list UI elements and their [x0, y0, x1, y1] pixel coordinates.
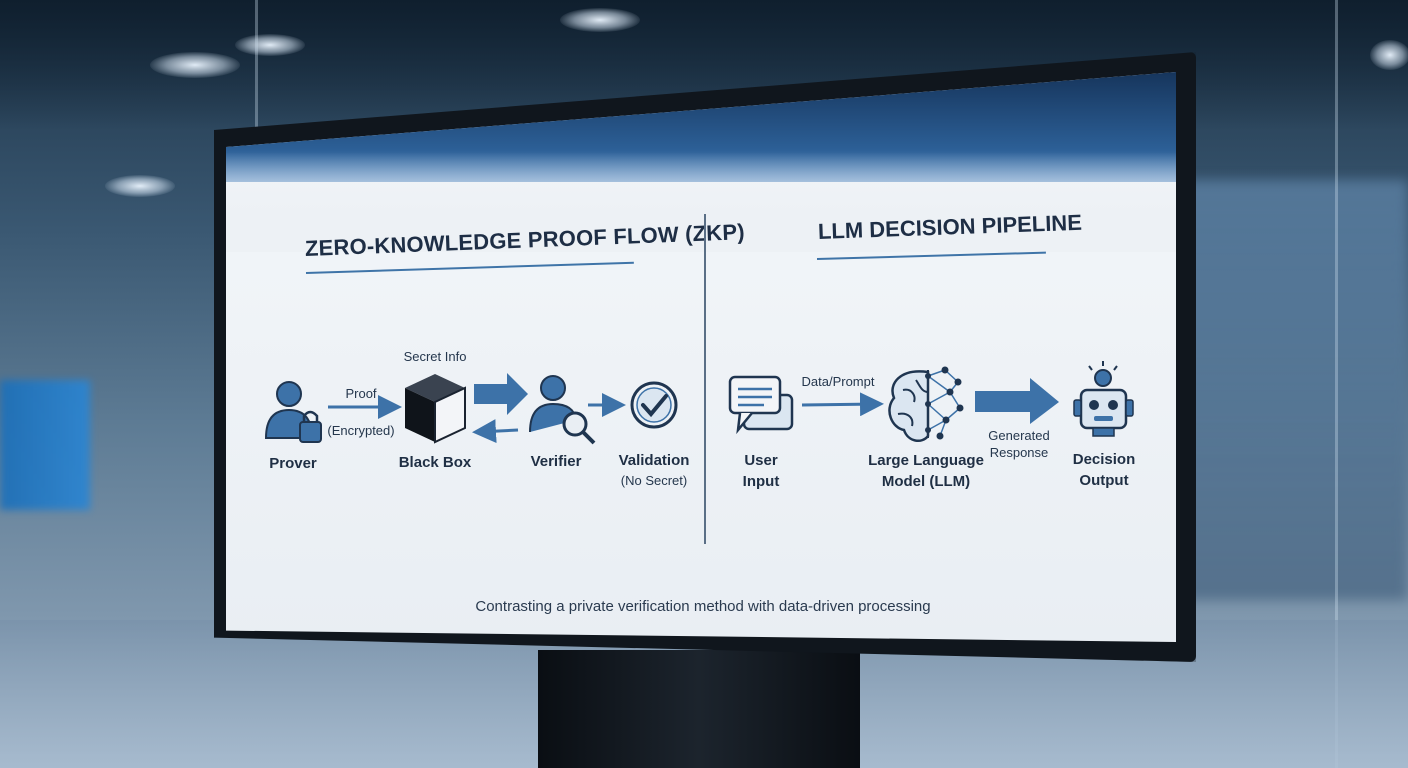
ceiling-light	[560, 8, 640, 32]
user-search-icon	[529, 375, 596, 445]
prover-label: Prover	[269, 455, 317, 472]
validation-label: Validation	[618, 452, 690, 469]
chat-bubbles-icon	[728, 375, 794, 435]
ceiling-light	[150, 52, 240, 78]
response-arrow	[975, 378, 1059, 424]
user-lock-icon	[264, 381, 322, 443]
user-input-label-line1: User	[744, 452, 778, 469]
glass-edge	[255, 0, 258, 140]
diagram-caption: Contrasting a private verification metho…	[475, 598, 931, 615]
black-box-label: Black Box	[398, 454, 472, 471]
brain-network-icon	[888, 366, 964, 443]
secret-info-label: Secret Info	[403, 349, 467, 364]
forward-arrow	[474, 373, 528, 415]
ceiling-light	[105, 175, 175, 197]
screen-header-fade	[226, 152, 1176, 252]
ceiling-light	[235, 34, 305, 56]
section-divider	[704, 214, 706, 544]
blue-wall-glow	[0, 380, 90, 510]
glass-edge	[1335, 0, 1338, 768]
robot-icon	[1073, 361, 1134, 437]
right-wall-panel	[1168, 180, 1408, 600]
monitor-stand	[538, 650, 860, 768]
generated-label-line1: Generated	[988, 428, 1050, 443]
decision-label-line2: Output	[1079, 472, 1129, 489]
cube-icon	[405, 374, 466, 444]
no-secret-label: (No Secret)	[620, 473, 688, 488]
prompt-arrow	[801, 392, 884, 417]
proof-label: Proof	[345, 386, 377, 401]
return-arrow	[472, 419, 519, 444]
decision-label-line1: Decision	[1072, 451, 1136, 468]
llm-label-line2: Model (LLM)	[881, 473, 971, 490]
data-prompt-label: Data/Prompt	[801, 374, 875, 389]
llm-label-line1: Large Language	[868, 452, 984, 469]
check-circle-icon	[630, 381, 678, 429]
generated-label-line2: Response	[989, 445, 1049, 460]
verifier-label: Verifier	[530, 453, 582, 470]
encrypted-label: (Encrypted)	[327, 423, 395, 438]
display-screen	[226, 72, 1176, 642]
ceiling-light	[1370, 40, 1408, 70]
user-input-label-line2: Input	[742, 473, 780, 490]
